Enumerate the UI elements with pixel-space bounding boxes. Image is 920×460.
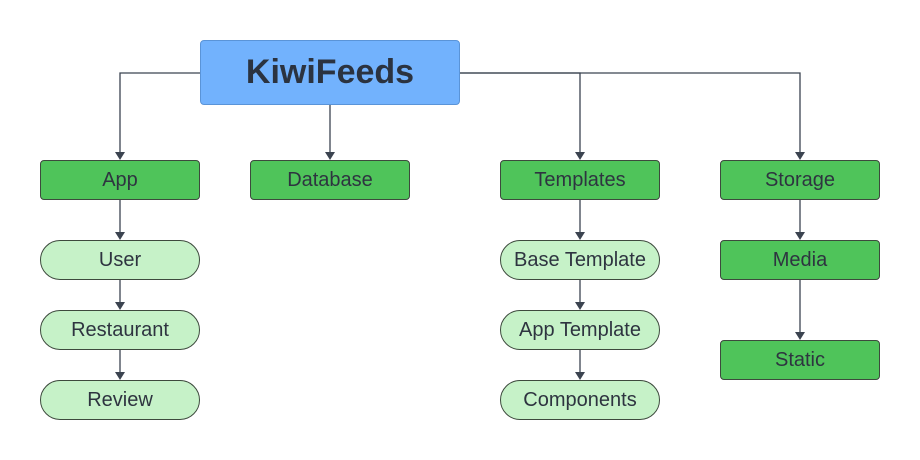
connector-root-templates xyxy=(460,72,581,152)
arrowhead xyxy=(325,152,335,160)
connector-root-storage xyxy=(460,72,801,152)
node-database: Database xyxy=(250,160,410,200)
node-base-template: Base Template xyxy=(500,240,660,280)
arrowhead xyxy=(795,332,805,340)
arrowhead xyxy=(575,372,585,380)
node-user: User xyxy=(40,240,200,280)
arrowhead xyxy=(575,232,585,240)
node-components: Components xyxy=(500,380,660,420)
arrowhead xyxy=(575,302,585,310)
node-review: Review xyxy=(40,380,200,420)
node-app: App xyxy=(40,160,200,200)
root-node-kiwifeeds: KiwiFeeds xyxy=(200,40,460,105)
node-app-template: App Template xyxy=(500,310,660,350)
arrowhead xyxy=(575,152,585,160)
node-restaurant: Restaurant xyxy=(40,310,200,350)
node-static: Static xyxy=(720,340,880,380)
node-storage: Storage xyxy=(720,160,880,200)
connector-root-app xyxy=(119,72,200,152)
arrowhead xyxy=(115,372,125,380)
arrowhead xyxy=(115,302,125,310)
node-media: Media xyxy=(720,240,880,280)
arrowhead xyxy=(795,232,805,240)
node-templates: Templates xyxy=(500,160,660,200)
arrowhead xyxy=(115,232,125,240)
arrowhead xyxy=(115,152,125,160)
arrowhead xyxy=(795,152,805,160)
